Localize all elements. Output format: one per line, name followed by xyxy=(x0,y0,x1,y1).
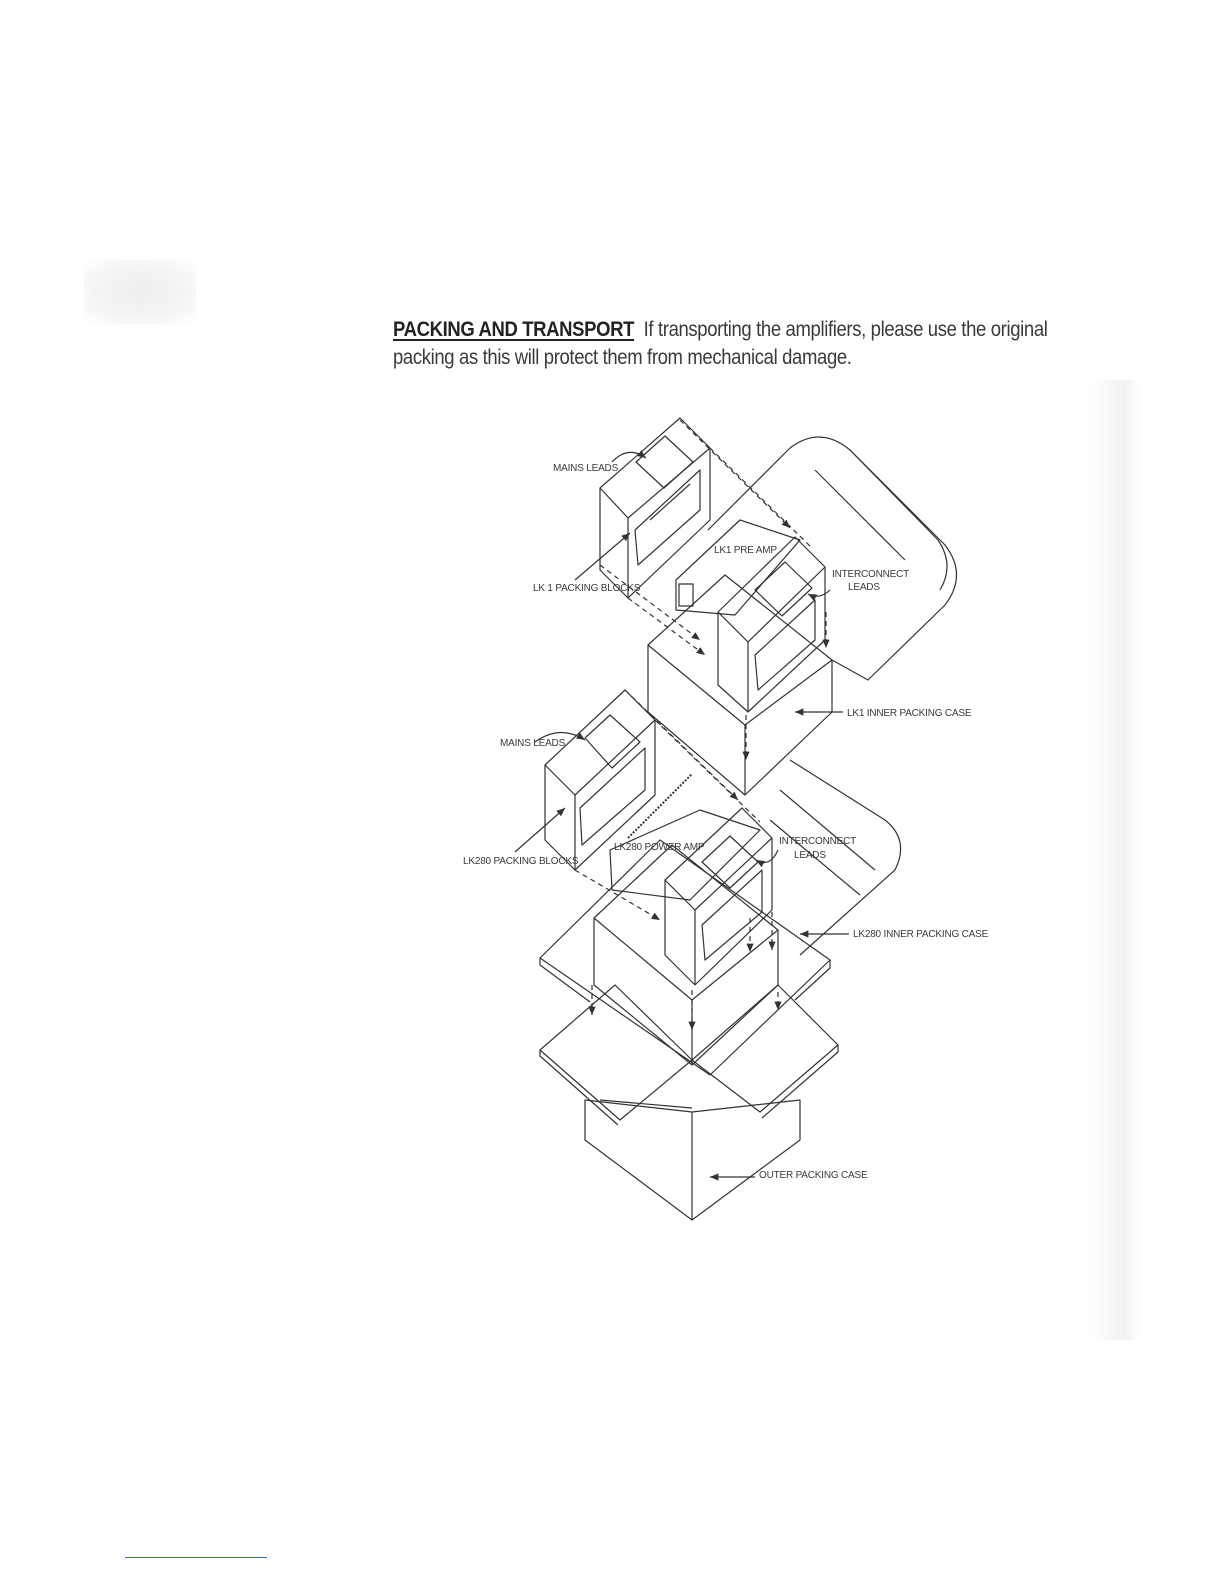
intro-text: If transporting the amplifiers, please u… xyxy=(393,318,1048,369)
label-lk1-pre-amp: LK1 PRE AMP xyxy=(714,545,777,556)
leader-lines xyxy=(514,450,849,1181)
label-mains-leads-top: MAINS LEADS xyxy=(553,463,619,474)
label-lk1-inner-packing-case: LK1 INNER PACKING CASE xyxy=(847,708,972,719)
lk1-packing-block-top xyxy=(599,417,711,599)
label-interconnect-leads-bottom-1: INTERCONNECT xyxy=(779,836,856,847)
coil-lead xyxy=(627,773,693,839)
outer-case xyxy=(584,1099,801,1221)
intro-paragraph: PACKING AND TRANSPORT If transporting th… xyxy=(393,316,1053,372)
bottom-rule xyxy=(125,1557,267,1558)
label-lk280-power-amp: LK280 POWER AMP xyxy=(614,842,705,853)
label-interconnect-leads-bottom-2: LEADS xyxy=(794,850,826,861)
label-interconnect-leads-top-2: LEADS xyxy=(848,582,880,593)
label-lk1-packing-blocks: LK 1 PACKING BLOCKS xyxy=(533,583,641,594)
label-outer-packing-case: OUTER PACKING CASE xyxy=(759,1170,868,1181)
lk1-packing-block-front xyxy=(717,536,826,713)
lk1-case-flap xyxy=(707,436,957,681)
label-mains-leads-bottom: MAINS LEADS xyxy=(500,738,566,749)
label-lk280-packing-blocks: LK280 PACKING BLOCKS xyxy=(463,856,579,867)
outer-case-flaps xyxy=(539,839,839,1126)
scan-smudge xyxy=(84,260,196,324)
lk280-packing-block-top xyxy=(544,689,656,871)
scan-shadow xyxy=(1090,380,1140,1340)
label-interconnect-leads-top-1: INTERCONNECT xyxy=(832,569,909,580)
label-lk280-inner-packing-case: LK280 INNER PACKING CASE xyxy=(853,929,989,940)
lk1-guide-lines xyxy=(599,419,830,760)
lk280-power-amp xyxy=(609,809,761,901)
lk1-pre-amp xyxy=(675,519,801,616)
section-heading: PACKING AND TRANSPORT xyxy=(393,318,635,341)
lk280-case-flap xyxy=(769,759,902,956)
lk280-guide-lines xyxy=(574,689,782,1030)
